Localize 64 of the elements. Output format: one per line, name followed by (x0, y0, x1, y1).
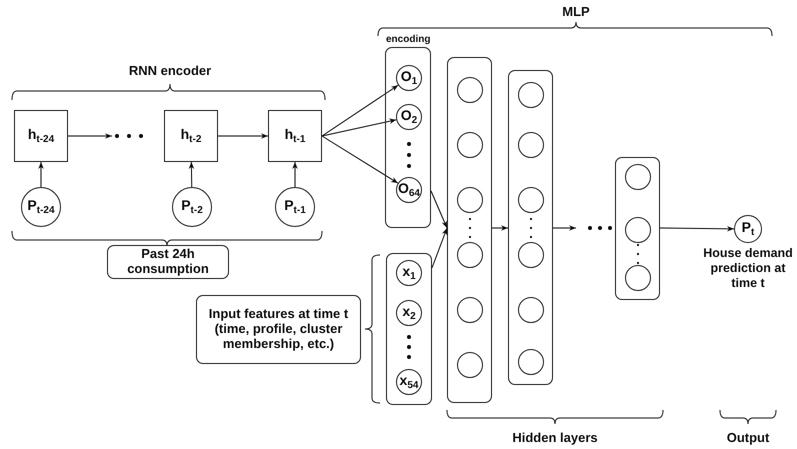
arrow (218, 133, 268, 139)
neuron-circle (518, 349, 544, 375)
node-symbol: h$_{t-24}$ (28, 126, 54, 146)
node-symbol: O$_{2}$ (400, 107, 418, 127)
arrow (660, 226, 734, 232)
arrow (322, 136, 398, 184)
note-box (107, 245, 229, 279)
node-symbol: P$_{t-1}$ (284, 197, 306, 217)
arrow (552, 225, 576, 231)
neuron-circle (396, 260, 422, 286)
neuron-circle (396, 65, 422, 91)
node-symbol: O$_{1}$ (400, 68, 418, 88)
neuron-circle (625, 164, 651, 190)
input-circle (275, 187, 315, 227)
section-label: Output (726, 430, 770, 445)
neuron-circle (396, 104, 422, 130)
layer-box (615, 157, 660, 300)
input-circle (21, 187, 61, 227)
neuron-circle (518, 242, 544, 268)
node-symbol: P$_{t-24}$ (27, 197, 55, 217)
arrow (292, 162, 298, 188)
node-symbol: h$_{t-1}$ (284, 126, 306, 146)
section-label: Hidden layers (512, 430, 598, 445)
node-symbol: P$_{t-2}$ (181, 197, 203, 217)
node-symbol: x$_{1}$ (402, 263, 416, 283)
neuron-circle (518, 132, 544, 158)
arrow (322, 84, 399, 136)
state-box (14, 110, 68, 162)
input-circle (172, 187, 212, 227)
output-circle (734, 215, 762, 243)
neuron-circle (457, 297, 483, 323)
neuron-circle (396, 300, 422, 326)
node-text: Past 24h consumption (126, 247, 210, 277)
neuron-circle (457, 187, 483, 213)
neuron-circle (457, 132, 483, 158)
neuron-circle (457, 242, 483, 268)
layer-box (508, 70, 553, 385)
neuron-circle (518, 297, 544, 323)
node-symbol: h$_{t-2}$ (180, 126, 202, 146)
layer-box (386, 253, 432, 405)
neuron-circle (457, 77, 483, 103)
neuron-circle (518, 82, 544, 108)
arrow (38, 162, 44, 188)
neuron-circle (625, 217, 651, 243)
node-caption: House demand prediction at time t (702, 246, 794, 291)
node-symbol: x$_{2}$ (402, 303, 416, 323)
state-box (268, 110, 322, 162)
node-symbol: O$_{64}$ (398, 180, 420, 200)
node-symbol: x$_{54}$ (400, 372, 418, 392)
state-box (164, 110, 218, 162)
neuron-circle (625, 265, 651, 291)
arrow (188, 162, 194, 188)
neuron-circle (457, 352, 483, 378)
arrow (68, 133, 112, 139)
arrow (322, 118, 397, 136)
neuron-circle (518, 187, 544, 213)
note-box (196, 295, 361, 364)
section-label: RNN encoder (128, 63, 212, 78)
section-label: MLP (562, 4, 590, 19)
layer-heading: encoding (386, 34, 430, 45)
node-symbol: P$_{t}$ (742, 219, 754, 239)
layer-box (447, 57, 492, 403)
arrow (492, 225, 508, 231)
node-text: Input features at time t (time, profile, cluster membership, etc.) (208, 307, 350, 352)
